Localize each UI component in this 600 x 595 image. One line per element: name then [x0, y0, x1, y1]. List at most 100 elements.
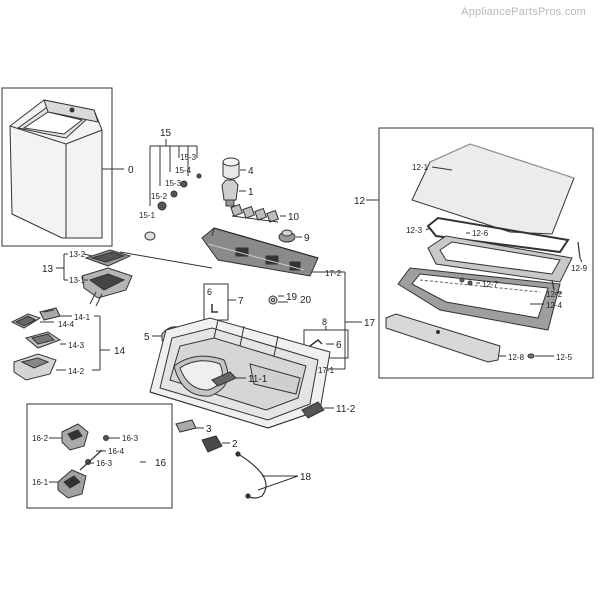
label-16-3a: 16-3: [122, 434, 139, 443]
label-15-3b: 15-3: [165, 179, 182, 188]
seal-part-19-20[interactable]: [268, 295, 278, 305]
label-12-5: 12-5: [556, 353, 573, 362]
pump-assembly-box: [26, 403, 173, 509]
hinge-part-11-2[interactable]: [301, 401, 325, 419]
label-13-2: 13-2: [69, 250, 86, 259]
label-14-3: 14-3: [68, 341, 85, 350]
label-13-1: 13-1: [69, 276, 86, 285]
pin-15-4[interactable]: [170, 190, 178, 198]
control-panel-part-17[interactable]: [201, 227, 319, 277]
label-14: 14: [114, 346, 126, 357]
pump-pin-16-4[interactable]: [79, 449, 103, 471]
part-labels: 0 15 15-3 15-4 15-3 15-2 15-1 4 1 10 9 1…: [32, 128, 588, 487]
top-cover-frame[interactable]: [149, 317, 331, 429]
lid-frame-part-12-4[interactable]: [397, 267, 561, 331]
label-13: 13: [42, 264, 54, 275]
label-14-1: 14-1: [74, 313, 91, 322]
label-16: 16: [155, 458, 167, 469]
detergent-drawer-part-13-1[interactable]: [81, 267, 133, 307]
label-12-2: 12-2: [546, 290, 563, 299]
label-12-3: 12-3: [406, 226, 423, 235]
bracket-part-3[interactable]: [175, 419, 197, 433]
pin-group-15: [149, 139, 198, 206]
switch-part-2[interactable]: [201, 435, 223, 453]
lid-glass-part-12-1[interactable]: [411, 143, 575, 235]
label-11-2: 11-2: [336, 404, 356, 415]
label-15-2: 15-2: [151, 192, 168, 201]
label-5: 5: [144, 332, 150, 343]
label-19: 19: [286, 292, 298, 303]
label-17-1: 17-1: [318, 366, 335, 375]
leader-17: [119, 251, 362, 370]
label-17-2: 17-2: [325, 269, 342, 278]
leader-13: [56, 253, 93, 281]
lid-bumper-part-12-5[interactable]: [527, 353, 535, 359]
label-12-7: 12-7: [482, 280, 499, 289]
diagram-frames: [1, 87, 594, 509]
label-15-3a: 15-3: [180, 153, 197, 162]
label-17: 17: [364, 318, 376, 329]
label-12-9: 12-9: [571, 264, 588, 273]
label-12-4: 12-4: [546, 301, 563, 310]
label-9: 9: [304, 233, 310, 244]
label-18: 18: [300, 472, 312, 483]
pump-part-16-1[interactable]: [57, 469, 87, 499]
label-20: 20: [300, 295, 312, 306]
hinge-pin-part-6a[interactable]: [211, 304, 218, 313]
lid-assembly-box: [378, 127, 594, 379]
label-15-1: 15-1: [139, 211, 156, 220]
washer-overview-box: [1, 87, 113, 247]
label-16-1: 16-1: [32, 478, 49, 487]
shaft-part-1[interactable]: [221, 179, 239, 207]
label-12: 12: [354, 196, 366, 207]
washer-cabinet-part[interactable]: [9, 99, 103, 239]
label-10: 10: [288, 212, 300, 223]
label-15-4: 15-4: [175, 166, 192, 175]
dispenser-part-14-1[interactable]: [39, 307, 61, 321]
label-1: 1: [248, 187, 254, 198]
pin-15-2[interactable]: [157, 201, 167, 211]
lid-screw-part-12-9[interactable]: [577, 241, 581, 259]
label-0: 0: [128, 165, 134, 176]
knob-part-9[interactable]: [278, 229, 296, 243]
label-12-1: 12-1: [412, 163, 429, 172]
lid-seal-part-12-3[interactable]: [426, 216, 570, 254]
lid-clip-part-12-7[interactable]: [459, 277, 473, 286]
hinge-pin-part-6b[interactable]: [309, 339, 323, 347]
lid-handle-part-12-8[interactable]: [385, 313, 501, 363]
label-2: 2: [232, 439, 238, 450]
leader-14: [40, 315, 110, 371]
label-8: 8: [322, 317, 327, 327]
label-14-2: 14-2: [68, 367, 85, 376]
site-watermark: AppliancePartsPros.com: [461, 6, 586, 18]
label-6a: 6: [207, 287, 212, 297]
label-14-4: 14-4: [58, 320, 75, 329]
dispenser-part-14-2[interactable]: [13, 353, 57, 381]
knob-part-4[interactable]: [222, 157, 240, 180]
dispenser-part-14-4[interactable]: [10, 313, 42, 329]
label-11-1: 11-1: [248, 374, 268, 385]
label-12-6: 12-6: [472, 229, 489, 238]
label-16-4: 16-4: [108, 447, 125, 456]
label-16-3b: 16-3: [96, 459, 113, 468]
wire-harness-part-18[interactable]: [235, 451, 267, 499]
switch-block-part-10[interactable]: [230, 203, 280, 223]
pin-15-3[interactable]: [180, 173, 202, 188]
leader-18: [257, 475, 299, 491]
lid-frame-part-12-6[interactable]: [427, 235, 573, 283]
leader-17-2: [211, 227, 215, 237]
pin-15-1[interactable]: [144, 231, 156, 241]
leader-12-1: [431, 166, 453, 171]
label-12-8: 12-8: [508, 353, 525, 362]
pump-part-16-2[interactable]: [61, 423, 89, 451]
leader-12-3: [425, 227, 431, 231]
label-16-2: 16-2: [32, 434, 49, 443]
lid-screw-part-12-2[interactable]: [551, 279, 555, 291]
label-4: 4: [248, 166, 254, 177]
leader-12-9: [579, 257, 583, 263]
leader-16: [49, 437, 146, 483]
label-7: 7: [238, 296, 244, 307]
dispenser-part-14-3[interactable]: [24, 331, 62, 349]
detergent-drawer-part-13-2[interactable]: [84, 249, 132, 267]
